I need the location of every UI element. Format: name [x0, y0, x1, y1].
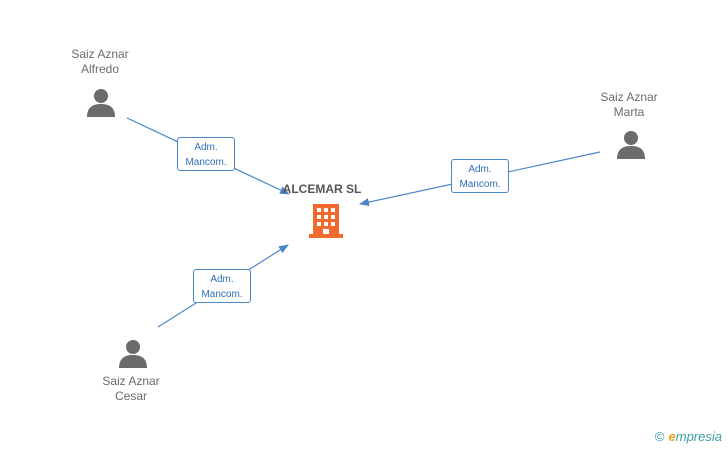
person-first-name: Saiz Aznar [102, 374, 160, 388]
person-first-name: Saiz Aznar [600, 90, 658, 104]
empresia-logo: ©empresia [655, 429, 722, 444]
person-second-name: Cesar [114, 389, 147, 403]
person-name-cesar[interactable]: Saiz Aznar Cesar [71, 374, 191, 404]
building-icon[interactable] [309, 202, 343, 238]
role-line1: Adm. [210, 274, 234, 285]
person-name-marta[interactable]: Saiz Aznar Marta [569, 90, 689, 120]
role-line2: Mancom. [201, 289, 243, 300]
role-line1: Adm. [468, 164, 492, 175]
role-label-cesar[interactable]: Adm. Mancom. [193, 269, 251, 303]
role-line1: Adm. [194, 142, 218, 153]
brand-initial: e [668, 429, 676, 444]
person-first-name: Saiz Aznar [71, 47, 129, 61]
role-label-marta[interactable]: Adm. Mancom. [451, 159, 509, 193]
role-line2: Mancom. [185, 157, 227, 168]
person-second-name: Marta [613, 105, 645, 119]
person-icon[interactable] [118, 338, 148, 368]
person-second-name: Alfredo [80, 62, 120, 76]
brand-text: mpresia [675, 429, 722, 444]
role-line2: Mancom. [459, 179, 501, 190]
company-name[interactable]: ALCEMAR SL [282, 182, 362, 196]
role-label-alfredo[interactable]: Adm. Mancom. [177, 137, 235, 171]
person-name-alfredo[interactable]: Saiz Aznar Alfredo [40, 47, 160, 77]
copyright-symbol: © [654, 429, 665, 444]
person-icon[interactable] [616, 129, 646, 159]
person-icon[interactable] [86, 87, 116, 117]
